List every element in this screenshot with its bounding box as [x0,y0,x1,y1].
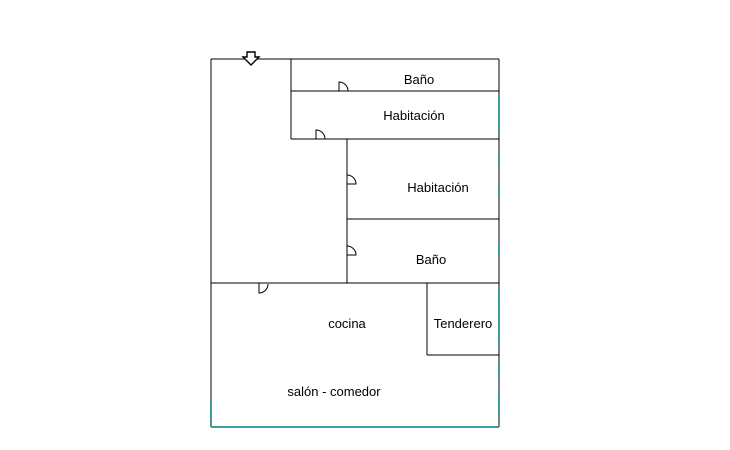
arrow-down-icon [241,51,261,66]
door-habitacion-top [315,129,326,140]
room-label-tenderero: Tenderero [434,316,493,331]
room-label-salon-comedor: salón - comedor [287,384,381,399]
door-bano-top [338,81,349,92]
door-habitacion-mid [346,174,357,185]
door-bano-bottom [346,245,357,256]
interior-walls [211,59,499,356]
windows [210,96,500,428]
outer-walls [210,58,500,428]
room-label-habitacion-top: Habitación [383,108,444,123]
doors [258,81,357,294]
room-label-bano-bottom: Baño [416,252,446,267]
room-label-cocina: cocina [328,316,366,331]
room-label-bano-top: Baño [404,72,434,87]
room-label-habitacion-mid: Habitación [407,180,468,195]
door-cocina [258,283,269,294]
